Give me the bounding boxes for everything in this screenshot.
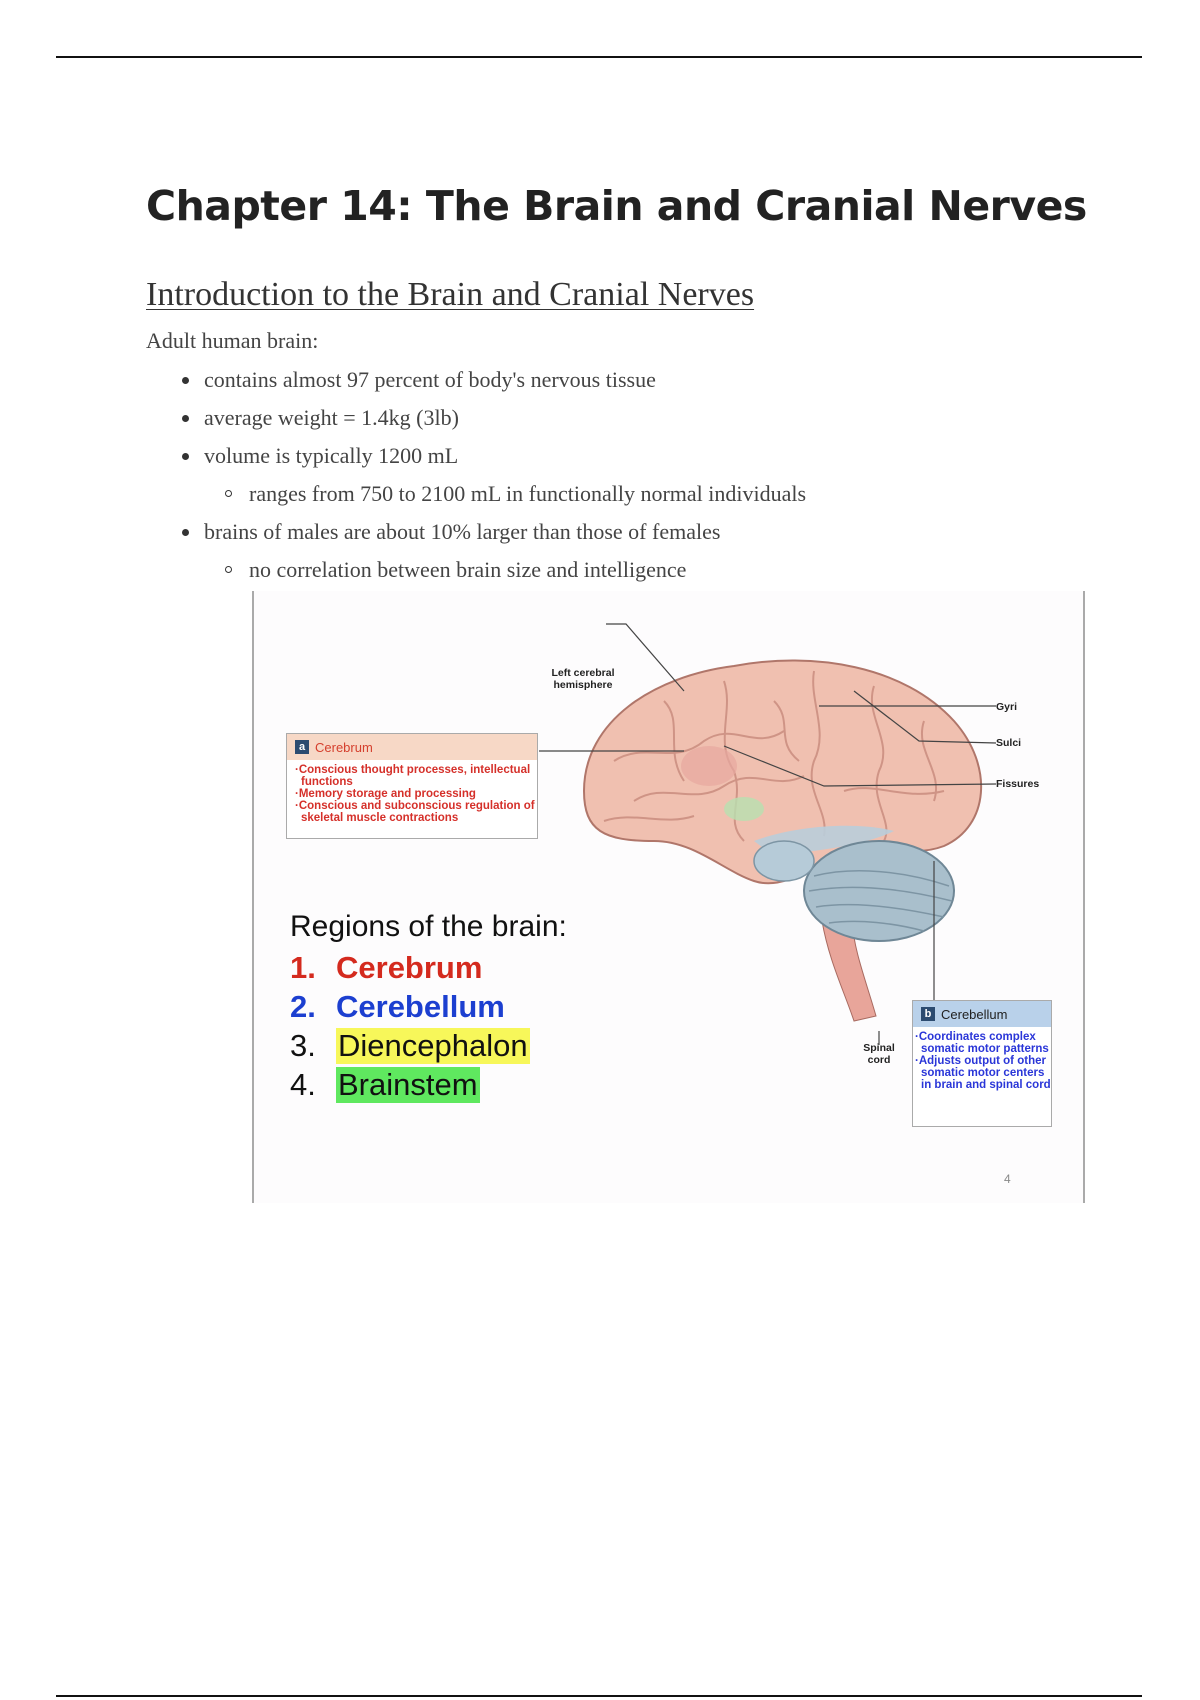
intro-text: Adult human brain: [146, 328, 319, 353]
cerebrum-function: Conscious thought processes, intellectua… [295, 764, 537, 788]
label-fissures: Fissures [996, 778, 1040, 790]
region-number: 2. [290, 988, 316, 1024]
cerebellum-box-title: Cerebellum [941, 1006, 1008, 1022]
region-number: 3. [290, 1027, 316, 1063]
cerebellum-box-header: b Cerebellum [913, 1001, 1051, 1027]
top-rule [56, 56, 1142, 58]
region-item-cerebellum: 2. Cerebellum [290, 987, 567, 1026]
cerebrum-box-header: a Cerebrum [287, 734, 537, 760]
bullet-item: contains almost 97 percent of body's ner… [182, 367, 656, 392]
label-sulci: Sulci [996, 737, 1022, 749]
cerebrum-info-box: a Cerebrum Conscious thought processes, … [286, 733, 538, 839]
region-item-diencephalon: 3. Diencephalon [290, 1026, 567, 1065]
cerebellum-function: Adjusts output of other somatic motor ce… [915, 1055, 1051, 1091]
bullet-item: volume is typically 1200 mL [181, 443, 459, 468]
bottom-rule [56, 1695, 1142, 1697]
regions-list: Regions of the brain: 1. Cerebrum 2. Cer… [290, 910, 567, 1104]
tag-a-icon: a [295, 740, 309, 754]
region-number: 1. [290, 949, 316, 985]
cerebrum-function: Memory storage and processing [295, 788, 537, 800]
cerebellum-info-box: b Cerebellum Coordinates complex somatic… [912, 1000, 1052, 1127]
label-spinal-cord: Spinal cord [863, 1042, 895, 1066]
region-name: Cerebrum [336, 949, 483, 985]
cerebellum-function: Coordinates complex somatic motor patter… [915, 1031, 1051, 1055]
region-item-brainstem: 4. Brainstem [290, 1065, 567, 1104]
region-item-cerebrum: 1. Cerebrum [290, 948, 567, 987]
regions-title: Regions of the brain: [290, 910, 567, 943]
label-left-cerebral-hemisphere: Left cerebral hemisphere [551, 667, 615, 691]
slide-page-number: 4 [1004, 1172, 1011, 1186]
section-heading: Introduction to the Brain and Cranial Ne… [146, 276, 755, 313]
tag-b-icon: b [921, 1007, 935, 1021]
cerebrum-function: Conscious and subconscious regulation of… [295, 800, 537, 824]
brain-illustration [539, 623, 997, 1045]
region-name: Brainstem [336, 1066, 480, 1103]
bullet-item: brains of males are about 10% larger tha… [181, 519, 721, 544]
region-name: Cerebellum [336, 988, 505, 1024]
page-title: Chapter 14: The Brain and Cranial Nerves [146, 182, 1087, 230]
bullet-item: average weight = 1.4kg (3lb) [182, 405, 459, 430]
label-gyri: Gyri [996, 701, 1018, 713]
region-number: 4. [290, 1066, 316, 1102]
cerebrum-box-title: Cerebrum [315, 739, 373, 755]
brain-figure: Left cerebral hemisphere Gyri Sulci Fiss… [252, 591, 1085, 1203]
region-name: Diencephalon [336, 1027, 530, 1064]
sub-bullet-item: no correlation between brain size and in… [224, 557, 687, 582]
sub-bullet-item: ranges from 750 to 2100 mL in functional… [224, 481, 807, 506]
